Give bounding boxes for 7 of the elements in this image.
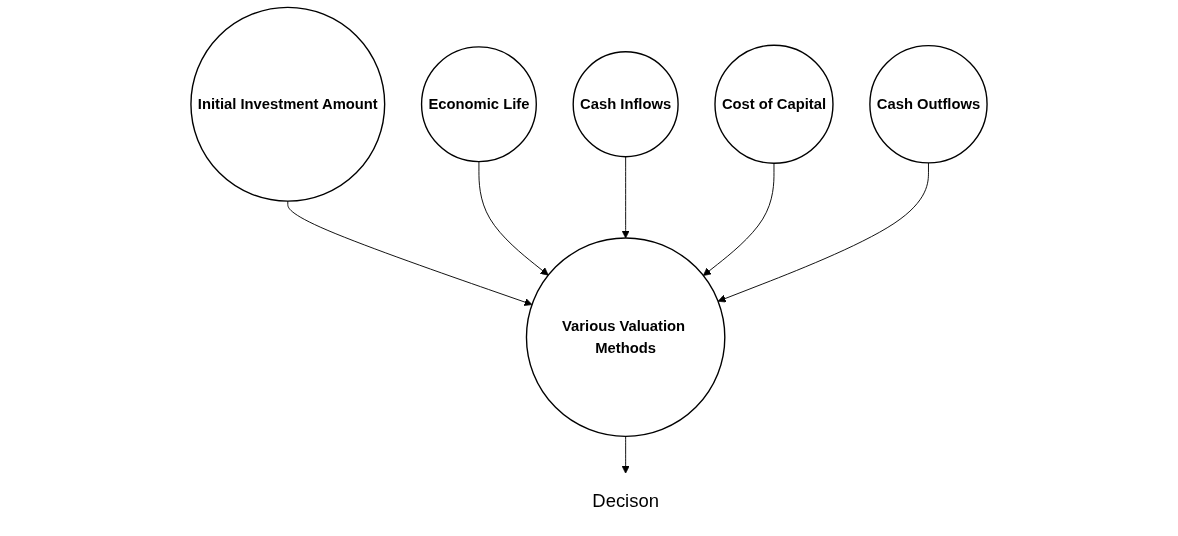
- node-circle: Initial Investment Amount: [190, 6, 386, 202]
- node-circle: Economic Life: [420, 46, 537, 163]
- node-circle: Cash Outflows: [869, 44, 988, 164]
- node-circle: Cost of Capital: [714, 44, 834, 164]
- node-circle: Various Valuation Methods: [525, 237, 726, 438]
- node-circle: Cash Inflows: [572, 51, 679, 158]
- node-text: Decison: [592, 490, 659, 512]
